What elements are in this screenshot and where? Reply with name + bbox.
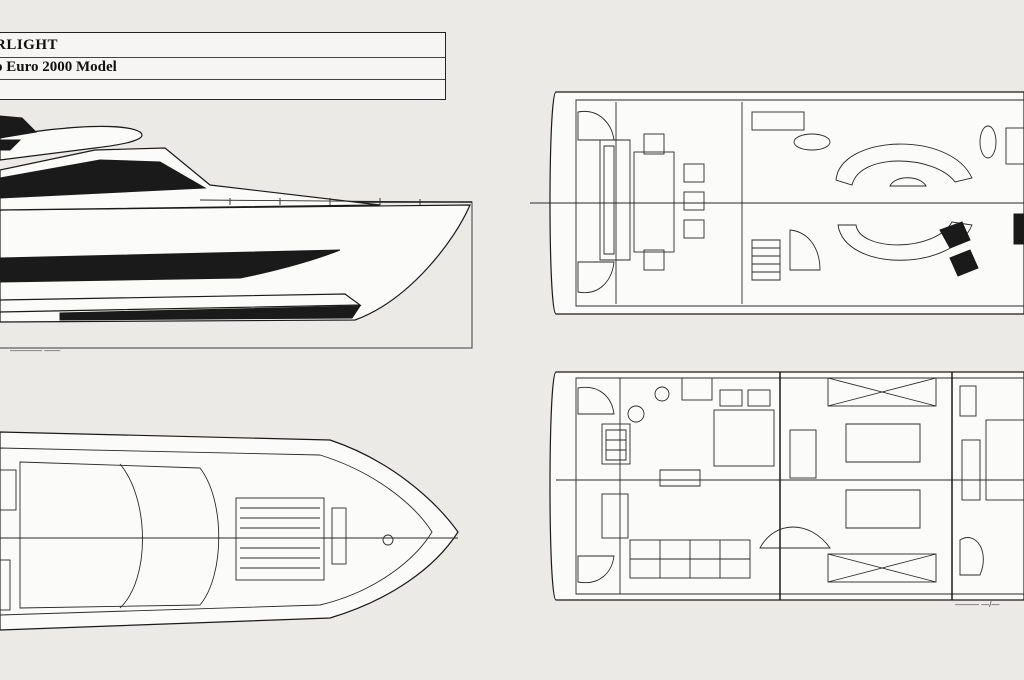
hatch — [331, 507, 347, 565]
title-line-2: o Euro 2000 Model — [0, 57, 445, 77]
lower-deck-scale-label: ——— —/— — [955, 600, 1000, 609]
main-deck-plan — [530, 91, 1024, 315]
lower-deck-plan — [549, 371, 1024, 601]
title-line-1: RLIGHT — [0, 37, 445, 55]
radar-arch — [0, 115, 38, 139]
saloon-sofa-top — [835, 143, 973, 186]
stern-seat — [0, 469, 17, 511]
side-profile-view — [0, 115, 473, 349]
windows-band — [0, 159, 207, 199]
berth-hatch-2 — [827, 553, 937, 583]
deck-inner-outline — [0, 447, 433, 616]
title-line-1-text: RLIGHT — [0, 37, 59, 53]
hull-stripe-dark — [0, 249, 341, 283]
boot-stripe — [59, 305, 361, 321]
title-separator — [0, 79, 445, 80]
helm-seat — [939, 221, 971, 249]
berth-3 — [845, 489, 921, 529]
profile-scale-label: ———— —— — [10, 346, 61, 355]
title-line-2-text: o Euro 2000 Model — [0, 59, 117, 75]
deck-outline — [0, 431, 459, 631]
cabin-roof — [19, 461, 220, 609]
coffee-table — [793, 133, 831, 151]
stairs — [751, 239, 781, 281]
chair — [683, 163, 705, 183]
flybridge — [0, 125, 143, 161]
saloon-sofa-bottom — [837, 221, 973, 261]
aft-sofa — [599, 139, 631, 261]
top-deck-view — [0, 431, 459, 631]
berth-2 — [845, 423, 921, 463]
spiral-stair — [759, 526, 831, 549]
hull-stripe-lower — [0, 293, 362, 313]
berth-4 — [985, 419, 1024, 501]
dining-table — [633, 151, 675, 253]
title-block: RLIGHT o Euro 2000 Model — [0, 32, 446, 100]
sunpad — [235, 497, 325, 581]
berth-1 — [713, 409, 775, 467]
arch-detail — [0, 139, 22, 151]
berth-hatch-1 — [827, 377, 937, 407]
anchor-winch — [382, 534, 394, 546]
lower-deck-outline — [549, 371, 1024, 601]
